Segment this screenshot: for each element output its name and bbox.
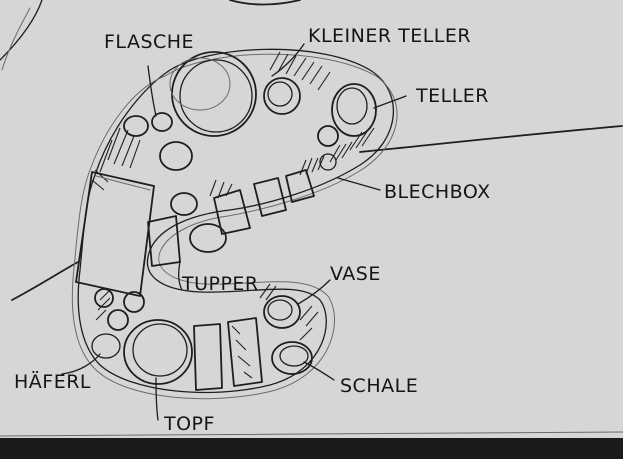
label-haeferl: HÄFERL <box>14 370 91 393</box>
leader-vase <box>297 279 331 305</box>
label-blechbox: BLECHBOX <box>384 181 491 203</box>
pot <box>123 319 193 385</box>
small-plate <box>263 77 301 115</box>
large-plate-stack <box>169 51 257 137</box>
mugs <box>91 288 145 359</box>
label-flasche: FLASCHE <box>104 31 194 53</box>
bowl <box>271 341 313 375</box>
bottom-boxes <box>193 317 263 391</box>
leader-tupper <box>178 261 183 291</box>
reference-line-left <box>11 261 79 301</box>
bottles <box>123 112 198 216</box>
leader-lines <box>61 43 407 421</box>
stray-stroke-top <box>229 0 301 6</box>
leader-teller <box>373 95 407 109</box>
shelf-hatching <box>91 51 375 341</box>
stray-stroke-topleft <box>0 0 43 61</box>
leader-flasche <box>147 65 157 117</box>
label-schale: SCHALE <box>340 375 418 397</box>
leader-schale <box>303 361 335 381</box>
leader-topf <box>155 377 159 421</box>
label-topf: TOPF <box>163 413 215 435</box>
tupper-boxes <box>147 215 227 267</box>
tall-container <box>75 171 155 297</box>
leader-kleiner-teller <box>271 43 305 77</box>
label-teller: TELLER <box>415 85 489 107</box>
label-vase: VASE <box>330 263 381 285</box>
label-kleiner-teller: KLEINER TELLER <box>308 25 471 47</box>
paper-bottom-edge <box>0 431 623 437</box>
shelf-outline <box>71 48 398 400</box>
tin-boxes <box>213 169 315 235</box>
label-tupper: TUPPER <box>181 273 259 295</box>
vase <box>263 295 301 329</box>
table-edge <box>0 438 623 459</box>
small-round-items <box>317 125 339 171</box>
reference-line-right <box>359 125 623 153</box>
large-plate <box>331 83 377 137</box>
leader-haeferl <box>61 353 101 375</box>
leader-blechbox <box>337 177 381 191</box>
stray-stroke-topleft-2 <box>1 7 31 71</box>
